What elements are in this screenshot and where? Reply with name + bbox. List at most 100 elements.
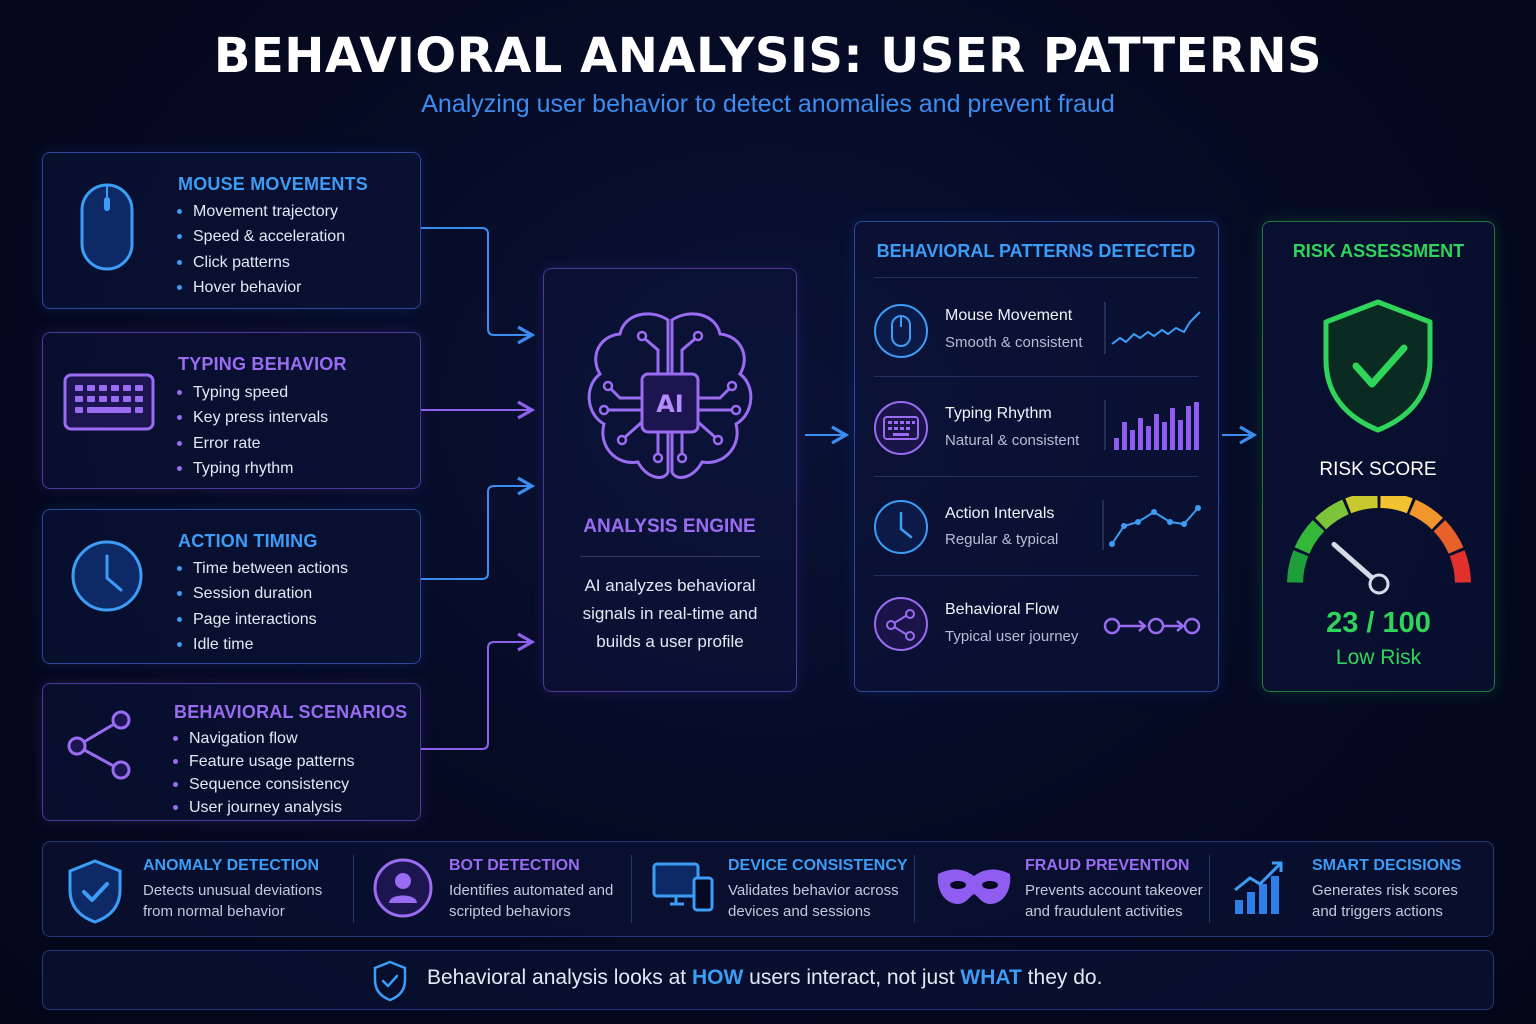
pattern-title: Mouse Movement [945, 307, 1073, 324]
feature-title: DEVICE CONSISTENCY [728, 857, 908, 874]
pattern-subtitle: Smooth & consistent [945, 334, 1083, 351]
share-icon [874, 597, 928, 651]
flow-sequence-icon [1103, 617, 1201, 635]
pattern-subtitle: Regular & typical [945, 531, 1059, 548]
gauge-segment [1294, 520, 1325, 554]
pattern-subtitle: Natural & consistent [945, 432, 1080, 449]
feature-description: Identifies automated and scripted behavi… [449, 882, 614, 920]
feature-description: Validates behavior across devices and se… [728, 882, 899, 920]
footer-suffix: they do. [1021, 966, 1103, 989]
ai-chip-label: AI [656, 390, 684, 418]
list-item: Feature usage patterns [173, 749, 354, 772]
divider [874, 476, 1198, 477]
feature-description: Detects unusual deviations from normal b… [143, 882, 323, 920]
list-item: Page interactions [177, 607, 348, 632]
divider [353, 855, 354, 923]
risk-level: Low Risk [1335, 646, 1422, 669]
keyboard-icon [63, 373, 155, 431]
input-card-timing: ACTION TIMING Time between actions Sessi… [42, 509, 421, 664]
input-card-mouse: MOUSE MOVEMENTS Movement trajectory Spee… [42, 152, 421, 309]
share-icon [67, 710, 131, 780]
analysis-engine-card [543, 268, 797, 692]
risk-score-label: RISK SCORE [1319, 459, 1437, 480]
engine-description: AI analyzes behavioral signals in real-t… [582, 576, 758, 651]
divider [580, 556, 760, 557]
divider [1209, 855, 1210, 923]
footer-message: Behavioral analysis looks at HOW users i… [427, 966, 1102, 990]
footer-how: HOW [691, 966, 744, 989]
input-card-list: Typing speed Key press intervals Error r… [177, 380, 328, 481]
gauge-segment [1433, 520, 1464, 554]
pattern-title: Behavioral Flow [945, 601, 1059, 618]
divider [631, 855, 632, 923]
clock-icon [71, 540, 143, 612]
typing-bar-sparkline [1104, 400, 1199, 450]
feature-description: Prevents account takeover and fraudulent… [1025, 882, 1203, 920]
list-item: Typing rhythm [177, 456, 328, 481]
patterns-title: BEHAVIORAL PATTERNS DETECTED [876, 241, 1196, 261]
feature-title: SMART DECISIONS [1312, 857, 1462, 874]
input-card-list: Movement trajectory Speed & acceleration… [177, 199, 345, 300]
shield-check-icon [68, 859, 122, 924]
bar-chart-icon [1234, 861, 1283, 914]
gauge-segment [1449, 550, 1471, 583]
devices-icon [652, 862, 714, 912]
divider [874, 575, 1198, 576]
feature-bar [42, 841, 1494, 937]
divider [874, 376, 1198, 377]
risk-card [1262, 221, 1495, 692]
gauge-segment [1315, 499, 1349, 530]
list-item: Hover behavior [177, 275, 345, 300]
list-item: Click patterns [177, 250, 345, 275]
footer-middle: users interact, not just [743, 966, 961, 989]
risk-title: RISK ASSESSMENT [1292, 241, 1465, 261]
brain-icon: AI [587, 312, 753, 479]
mouse-icon [80, 183, 134, 271]
user-icon [373, 858, 433, 918]
input-card-typing: TYPING BEHAVIOR Typing speed Key press i… [42, 332, 421, 489]
input-card-list: Time between actions Session duration Pa… [177, 556, 348, 657]
input-card-title: TYPING BEHAVIOR [178, 354, 347, 374]
engine-title: ANALYSIS ENGINE [583, 516, 756, 537]
input-card-title: MOUSE MOVEMENTS [178, 174, 369, 194]
pattern-title: Action Intervals [945, 505, 1055, 522]
input-card-title: BEHAVIORAL SCENARIOS [174, 702, 408, 722]
list-item: Time between actions [177, 556, 348, 581]
footer-prefix: Behavioral analysis looks at [427, 966, 692, 989]
page-title: BEHAVIORAL ANALYSIS: USER PATTERNS [213, 28, 1323, 84]
input-card-title: ACTION TIMING [178, 531, 318, 551]
list-item: User journey analysis [173, 795, 354, 818]
mouse-sparkline [1104, 302, 1201, 354]
interval-sparkline [1102, 500, 1201, 550]
list-item: Navigation flow [173, 726, 354, 749]
pattern-title: Typing Rhythm [945, 405, 1052, 422]
gauge-segment [1380, 496, 1413, 514]
feature-description: Generates risk scores and triggers actio… [1312, 882, 1458, 920]
gauge-segment [1409, 499, 1443, 530]
list-item: Speed & acceleration [177, 224, 345, 249]
gauge-segment [1287, 550, 1309, 583]
footer-what: WHAT [960, 966, 1022, 989]
list-item: Session duration [177, 581, 348, 606]
divider [914, 855, 915, 923]
feature-title: BOT DETECTION [449, 857, 580, 874]
input-card-scenarios: BEHAVIORAL SCENARIOS Navigation flow Fea… [42, 683, 421, 821]
shield-check-icon [373, 960, 407, 1002]
feature-title: FRAUD PREVENTION [1025, 857, 1190, 874]
feature-title: ANOMALY DETECTION [143, 857, 320, 874]
keyboard-icon [874, 401, 928, 455]
list-item: Sequence consistency [173, 772, 354, 795]
pattern-subtitle: Typical user journey [945, 628, 1079, 645]
gauge-segment [1345, 496, 1378, 514]
risk-gauge [1287, 496, 1471, 595]
list-item: Typing speed [177, 380, 328, 405]
input-card-list: Navigation flow Feature usage patterns S… [173, 726, 354, 818]
footer-bar [42, 950, 1494, 1010]
mask-icon [937, 869, 1011, 904]
list-item: Idle time [177, 632, 348, 657]
shield-check-icon [1323, 299, 1433, 433]
list-item: Key press intervals [177, 405, 328, 430]
clock-icon [874, 500, 928, 554]
risk-score-value: 23 / 100 [1326, 607, 1431, 639]
